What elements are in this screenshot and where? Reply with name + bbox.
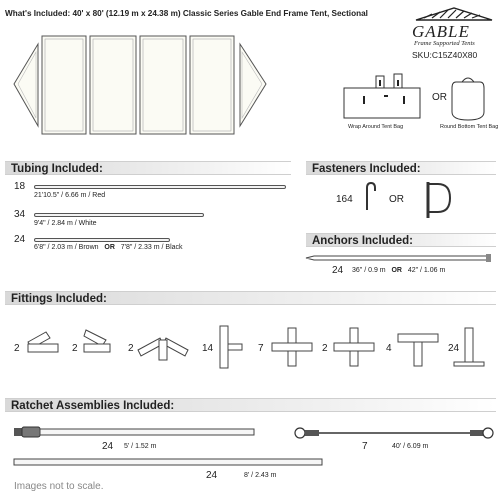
gable-corner-fitting-reverse-icon (83, 329, 111, 353)
ratchet-qty-long: 24 (206, 470, 218, 481)
tubing-or: OR (104, 244, 115, 251)
peak-fitting-icon (137, 337, 189, 361)
four-way-cross-fitting-icon (333, 327, 375, 367)
ratchet-cable-long-icon (294, 427, 494, 439)
tent-sections-illustration (13, 35, 267, 135)
ratchet-label-long: 8' / 2.43 m (244, 472, 277, 479)
sku-label: SKU:C15Z40X80 (412, 50, 478, 60)
logo-subtitle: Frame Supported Tents (414, 40, 475, 47)
tube-brown-black (34, 238, 170, 242)
side-tee-fitting-icon (219, 325, 243, 369)
fitting-qty-3: 2 (128, 343, 134, 354)
foot-plate-fitting-icon (453, 327, 485, 367)
ratchet-qty-cable: 7 (362, 441, 368, 452)
tube-red (34, 185, 286, 189)
gable-corner-fitting-icon (27, 331, 59, 353)
page-title: What's Included: 40' x 80' (12.19 m x 24… (5, 9, 368, 18)
anchors-label: 36" / 0.9 m OR 42" / 1.06 m (352, 267, 445, 274)
tubing-section-header: Tubing Included: (5, 161, 291, 175)
fitting-qty-5: 7 (258, 343, 264, 354)
tubing-label-brown: 6'8" / 2.03 m / Brown (34, 244, 99, 251)
wrap-around-tent-bag-icon (343, 73, 421, 119)
fitting-qty-6: 2 (322, 343, 328, 354)
fitting-qty-1: 2 (14, 343, 20, 354)
tubing-label-white: 9'4" / 2.84 m / White (34, 220, 97, 227)
tubing-qty-brown-black: 24 (14, 234, 26, 245)
round-bag-label: Round Bottom Tent Bag (440, 124, 499, 130)
anchors-section-header: Anchors Included: (306, 233, 496, 247)
anchors-qty: 24 (332, 265, 344, 276)
d-shackle-fastener-icon (426, 182, 452, 218)
gable-logo-icon (415, 7, 493, 21)
ratchet-label-cable: 40' / 6.09 m (392, 443, 429, 450)
ratchet-strap-long-icon (13, 458, 323, 466)
ratchets-section-header: Ratchet Assemblies Included: (5, 398, 496, 412)
top-tee-fitting-icon (397, 333, 439, 367)
logo-text: GABLE (412, 22, 470, 41)
cross-fitting-icon (271, 327, 313, 367)
anchor-stake-icon (305, 254, 491, 262)
fitting-qty-8: 24 (448, 343, 460, 354)
fitting-qty-4: 14 (202, 343, 214, 354)
footer-note: Images not to scale. (14, 481, 104, 492)
tube-white (34, 213, 204, 217)
tubing-label-red: 21'10.5" / 6.66 m / Red (34, 192, 106, 199)
fasteners-or: OR (389, 194, 404, 205)
fasteners-section-header: Fasteners Included: (306, 161, 496, 175)
fitting-qty-7: 4 (386, 343, 392, 354)
tubing-label-black: 7'8" / 2.33 m / Black (120, 244, 183, 251)
tubing-qty-white: 34 (14, 209, 26, 220)
wrap-bag-label: Wrap Around Tent Bag (348, 124, 404, 130)
round-bottom-tent-bag-icon (451, 77, 485, 121)
tubing-qty-red: 18 (14, 181, 26, 192)
ratchet-strap-short-icon (14, 426, 255, 438)
anchor-size-a: 36" / 0.9 m (352, 267, 386, 274)
tubing-label-brown-black: 6'8" / 2.03 m / Brown OR 7'8" / 2.33 m /… (34, 244, 183, 251)
j-hook-fastener-icon (366, 181, 376, 210)
fitting-qty-2: 2 (72, 343, 78, 354)
ratchet-qty-short: 24 (102, 441, 114, 452)
fittings-section-header: Fittings Included: (5, 291, 496, 305)
fasteners-qty: 164 (336, 194, 353, 205)
ratchet-label-short: 5' / 1.52 m (124, 443, 157, 450)
anchors-or: OR (391, 267, 402, 274)
anchor-size-b: 42" / 1.06 m (407, 267, 446, 274)
bags-or: OR (432, 92, 447, 103)
